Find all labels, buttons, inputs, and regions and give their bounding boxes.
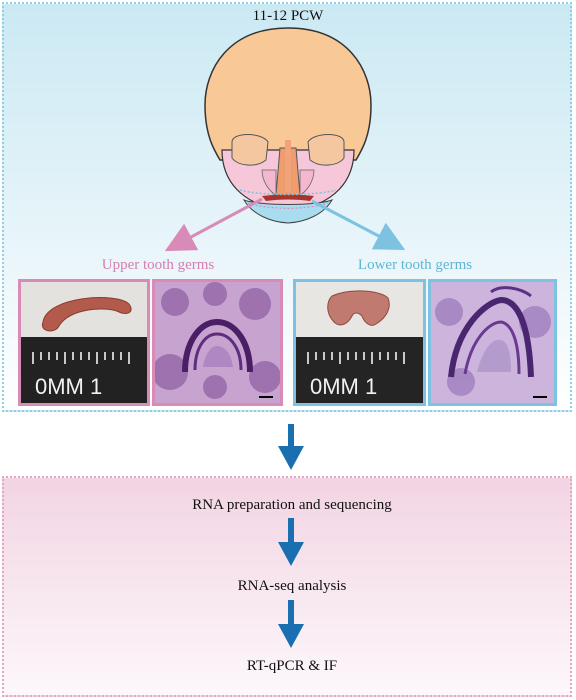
upper-ruler-text: 0MM 1 [35,374,102,399]
step-rtqpcr-if: RT-qPCR & IF [246,658,338,674]
arrow-to-rnaseq-analysis [278,518,304,566]
step-rna-preparation: RNA preparation and sequencing [192,497,392,513]
lower-tooth-germ-photo: 0MM 1 [293,279,426,406]
lower-ruler-text: 0MM 1 [310,374,377,399]
lower-tooth-germ-histology [428,279,557,406]
left-orbit [231,134,269,166]
step-rnaseq-analysis: RNA-seq analysis [237,578,347,594]
lower-branch-arrow [311,199,406,250]
analysis-workflow-panel [2,476,572,697]
arrow-to-rtqpcr [278,600,304,648]
lower-tooth-germs-label: Lower tooth germs [357,257,473,273]
upper-branch-arrow [164,197,263,252]
upper-tooth-germs-label: Upper tooth germs [101,257,215,273]
upper-tooth-germ-photo: 0MM 1 [18,279,150,406]
stage-label: 11-12 PCW [252,8,324,24]
upper-tooth-germ-histology [152,279,283,406]
skull-illustration [164,27,406,252]
right-orbit [307,134,345,166]
nasal-septum [285,140,291,192]
arrow-to-workflow [278,424,304,470]
mandible [242,199,334,224]
oral-cavity [262,194,314,201]
